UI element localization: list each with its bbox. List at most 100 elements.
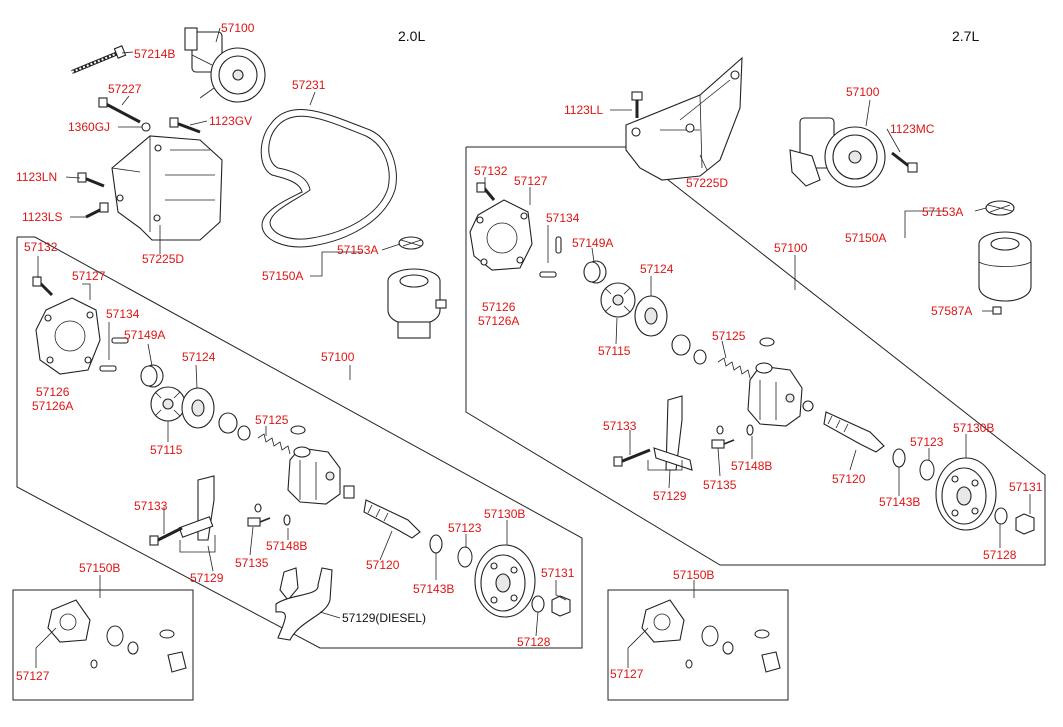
label-57143b-left[interactable]: 57143B bbox=[413, 582, 454, 596]
diesel-bracket-57129 bbox=[275, 567, 333, 641]
bracket-57129-right bbox=[653, 395, 693, 471]
pump-body-right bbox=[747, 362, 814, 427]
label-57130b-right[interactable]: 57130B bbox=[953, 421, 994, 435]
label-57131-right[interactable]: 57131 bbox=[1009, 480, 1043, 494]
bracket-57129-left bbox=[178, 475, 215, 541]
label-57135-left[interactable]: 57135 bbox=[235, 556, 269, 570]
label-57133-right[interactable]: 57133 bbox=[603, 419, 637, 433]
label-57150b-right[interactable]: 57150B bbox=[673, 568, 714, 582]
label-57123-right[interactable]: 57123 bbox=[910, 435, 944, 449]
label-57131-left[interactable]: 57131 bbox=[541, 566, 575, 580]
pulley-57130b-right bbox=[935, 457, 997, 531]
label-57150b-left[interactable]: 57150B bbox=[79, 561, 120, 575]
bolt-57227 bbox=[98, 97, 141, 124]
orings-right bbox=[671, 334, 775, 365]
label-57133-left[interactable]: 57133 bbox=[134, 499, 168, 513]
power-steering-pump-top-right bbox=[789, 117, 886, 188]
label-57214b[interactable]: 57214B bbox=[134, 47, 175, 61]
label-57153a-right[interactable]: 57153A bbox=[922, 205, 963, 219]
pins-57134-right bbox=[539, 236, 562, 278]
label-57150a-right[interactable]: 57150A bbox=[845, 231, 886, 245]
plate-57124-right bbox=[634, 295, 668, 337]
cover-57126-left bbox=[35, 297, 101, 375]
washer-57128-right bbox=[994, 507, 1008, 525]
fitting-57135-left bbox=[247, 517, 271, 527]
label-57132-right[interactable]: 57132 bbox=[474, 164, 508, 178]
label-57225d-left[interactable]: 57225D bbox=[142, 252, 184, 266]
label-57127-right[interactable]: 57127 bbox=[514, 174, 548, 188]
shaft-57120-left bbox=[343, 485, 421, 539]
label-57127-left[interactable]: 57127 bbox=[72, 269, 106, 283]
washer-1360gj bbox=[141, 122, 151, 132]
label-57127-kit-left[interactable]: 57127 bbox=[16, 669, 50, 683]
label-57129-diesel[interactable]: 57129(DIESEL) bbox=[342, 611, 426, 625]
bolt-1123ln bbox=[77, 172, 105, 188]
label-57124-right[interactable]: 57124 bbox=[640, 262, 674, 276]
label-1123ll[interactable]: 1123LL bbox=[564, 103, 603, 117]
label-57126-left[interactable]: 57126 bbox=[36, 385, 70, 399]
label-57100-top[interactable]: 57100 bbox=[221, 21, 255, 35]
left-assembly-frame bbox=[12, 236, 583, 701]
label-57143b-right[interactable]: 57143B bbox=[879, 495, 920, 509]
reservoir-cap-left bbox=[398, 236, 424, 250]
label-57135-right[interactable]: 57135 bbox=[703, 478, 737, 492]
label-57115-right[interactable]: 57115 bbox=[598, 344, 631, 358]
label-57126a-right[interactable]: 57126A bbox=[478, 314, 519, 328]
drive-belt-57231 bbox=[260, 109, 397, 248]
label-57225d-right[interactable]: 57225D bbox=[686, 176, 728, 190]
label-57100-right-top[interactable]: 57100 bbox=[846, 85, 880, 99]
label-57123-left[interactable]: 57123 bbox=[448, 521, 482, 535]
washer-57143b-right bbox=[892, 448, 906, 468]
spring-57125-left bbox=[257, 433, 291, 455]
label-57134-right[interactable]: 57134 bbox=[546, 211, 580, 225]
label-57150a-left[interactable]: 57150A bbox=[262, 269, 303, 283]
label-57124-left[interactable]: 57124 bbox=[182, 350, 216, 364]
right-kit-parts bbox=[641, 599, 781, 673]
label-57129-right[interactable]: 57129 bbox=[653, 489, 687, 503]
label-57120-right[interactable]: 57120 bbox=[832, 472, 866, 486]
label-1123ln[interactable]: 1123LN bbox=[16, 170, 57, 184]
fitting-57135-right bbox=[711, 439, 735, 449]
rotor-57115-left bbox=[150, 386, 186, 422]
label-57129-left[interactable]: 57129 bbox=[190, 571, 224, 585]
label-57126a-left[interactable]: 57126A bbox=[32, 399, 73, 413]
label-57587a[interactable]: 57587A bbox=[931, 304, 972, 318]
label-57127-kit-right[interactable]: 57127 bbox=[610, 667, 644, 681]
bracket-57225d-right bbox=[625, 56, 743, 181]
label-57125-left[interactable]: 57125 bbox=[255, 413, 289, 427]
label-1123gv[interactable]: 1123GV bbox=[209, 114, 252, 128]
label-57120-left[interactable]: 57120 bbox=[366, 558, 400, 572]
snap-ring-57123-left bbox=[457, 546, 473, 568]
orings-left bbox=[218, 412, 306, 441]
label-57132-left[interactable]: 57132 bbox=[24, 240, 58, 254]
plate-57124-left bbox=[181, 387, 215, 429]
label-57130b-left[interactable]: 57130B bbox=[484, 507, 525, 521]
label-57115-left[interactable]: 57115 bbox=[150, 443, 183, 457]
label-57148b-left[interactable]: 57148B bbox=[266, 539, 307, 553]
pulley-57130b-left bbox=[474, 544, 536, 618]
label-57153a-left[interactable]: 57153A bbox=[337, 243, 378, 257]
label-57148b-right[interactable]: 57148B bbox=[731, 459, 772, 473]
label-57100-right[interactable]: 57100 bbox=[774, 241, 808, 255]
leader-lines bbox=[35, 27, 1031, 668]
label-57134-left[interactable]: 57134 bbox=[106, 307, 140, 321]
label-57231[interactable]: 57231 bbox=[292, 78, 326, 92]
label-57100-left[interactable]: 57100 bbox=[321, 350, 355, 364]
label-57126-right[interactable]: 57126 bbox=[482, 300, 516, 314]
cam-ring-57149a-left bbox=[140, 364, 164, 388]
label-57149a-left[interactable]: 57149A bbox=[124, 328, 165, 342]
label-57125-right[interactable]: 57125 bbox=[712, 329, 746, 343]
label-1123mc[interactable]: 1123MC bbox=[890, 122, 935, 136]
bolt-1123mc bbox=[891, 151, 918, 173]
rotor-57115-right bbox=[600, 282, 636, 318]
label-57128-right[interactable]: 57128 bbox=[983, 548, 1017, 562]
label-57227[interactable]: 57227 bbox=[108, 82, 142, 96]
label-57128-left[interactable]: 57128 bbox=[517, 635, 551, 649]
reservoir-57150a-left bbox=[387, 268, 447, 339]
label-1360gj[interactable]: 1360GJ bbox=[68, 120, 110, 134]
label-1123ls[interactable]: 1123LS bbox=[22, 210, 62, 224]
snap-ring-57123-right bbox=[919, 459, 935, 481]
label-57149a-right[interactable]: 57149A bbox=[572, 236, 613, 250]
